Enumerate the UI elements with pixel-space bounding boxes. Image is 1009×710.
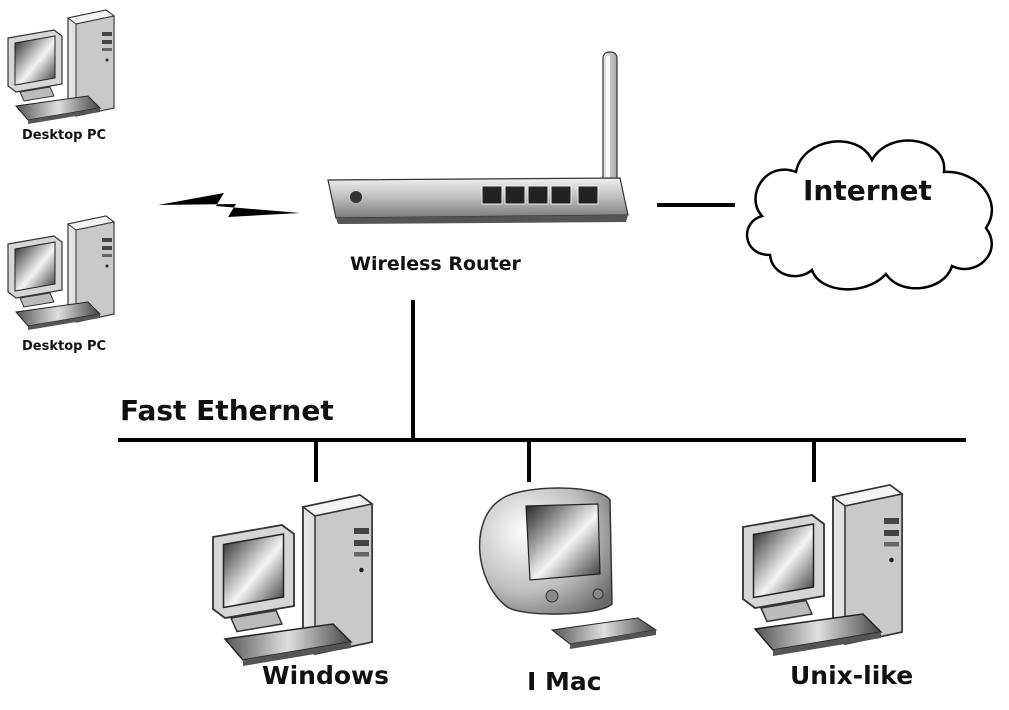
internet-cloud-icon: [745, 139, 993, 291]
router-label: Wireless Router: [350, 253, 521, 275]
windows-label: Windows: [262, 661, 389, 690]
desktop-pc-2-icon: [7, 215, 115, 331]
internet-label: Internet: [803, 174, 932, 207]
wireless-link-icon: [158, 193, 300, 217]
desktop-pc-1-icon: [7, 9, 115, 125]
windows-pc-icon: [212, 494, 373, 667]
unix-pc-icon: [742, 484, 903, 657]
desktop-pc-1-label: Desktop PC: [22, 128, 107, 143]
network-label: Fast Ethernet: [120, 394, 334, 427]
desktop-pc-2-label: Desktop PC: [22, 339, 107, 354]
imac-label: I Mac: [527, 667, 602, 696]
unix-label: Unix-like: [790, 661, 914, 690]
imac-icon: [479, 487, 658, 649]
wireless-router-icon: [327, 51, 629, 224]
